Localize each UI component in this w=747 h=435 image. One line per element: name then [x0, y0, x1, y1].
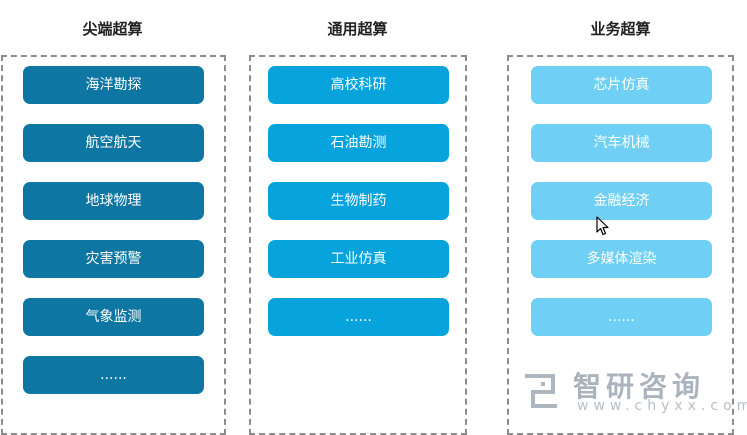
- column-box-cutting-edge: 海洋勘探 航空航天 地球物理 灾害预警 气象监测 ......: [1, 55, 226, 435]
- list-item-weather-monitoring[interactable]: 气象监测: [23, 298, 204, 336]
- list-item-aerospace[interactable]: 航空航天: [23, 124, 204, 162]
- column-box-general: 高校科研 石油勘测 生物制药 工业仿真 ......: [249, 55, 467, 435]
- list-item-geophysics[interactable]: 地球物理: [23, 182, 204, 220]
- list-item-ocean-exploration[interactable]: 海洋勘探: [23, 66, 204, 104]
- column-title-cutting-edge: 尖端超算: [82, 20, 143, 38]
- watermark: 智研咨询 www.chyxx.com: [519, 368, 747, 418]
- list-item-more[interactable]: ......: [268, 298, 449, 336]
- list-item-university-research[interactable]: 高校科研: [268, 66, 449, 104]
- column-title-business: 业务超算: [590, 20, 651, 38]
- list-item-chip-simulation[interactable]: 芯片仿真: [531, 66, 712, 104]
- list-item-more[interactable]: ......: [23, 356, 204, 394]
- brand-logo-icon: [525, 374, 557, 408]
- list-item-finance-economy[interactable]: 金融经济: [531, 182, 712, 220]
- mouse-cursor-icon: [596, 216, 609, 236]
- column-title-general: 通用超算: [327, 20, 388, 38]
- list-item-industrial-simulation[interactable]: 工业仿真: [268, 240, 449, 278]
- watermark-text: 智研咨询: [573, 370, 706, 403]
- list-item-disaster-warning[interactable]: 灾害预警: [23, 240, 204, 278]
- list-item-more[interactable]: ......: [531, 298, 712, 336]
- list-item-automotive-machinery[interactable]: 汽车机械: [531, 124, 712, 162]
- list-item-multimedia-rendering[interactable]: 多媒体渲染: [531, 240, 712, 278]
- watermark-url: www.chyxx.com: [577, 398, 747, 414]
- list-item-oil-survey[interactable]: 石油勘测: [268, 124, 449, 162]
- list-item-biopharma[interactable]: 生物制药: [268, 182, 449, 220]
